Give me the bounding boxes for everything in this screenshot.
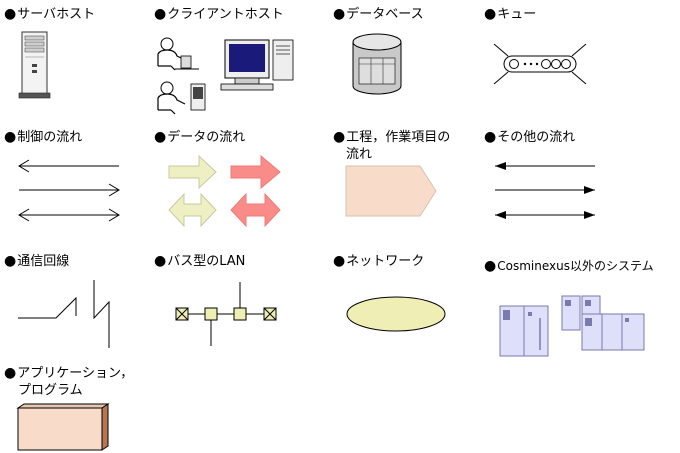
legend-label-bus-lan: ●バス型のLAN bbox=[154, 253, 245, 270]
bullet-icon: ● bbox=[154, 253, 167, 269]
legend-label-server-host: ●サーバホスト bbox=[4, 6, 95, 23]
server-host-icon bbox=[18, 31, 51, 99]
queue-text: キュー bbox=[497, 7, 537, 22]
control-flow-text: 制御の流れ bbox=[17, 130, 83, 145]
application-text-2: プログラム bbox=[18, 383, 83, 398]
legend-label-application: ●アプリケーション， bbox=[4, 365, 133, 382]
control-flow-arrows-icon bbox=[18, 159, 120, 222]
network-ellipse-icon bbox=[346, 296, 446, 332]
bus-lan-icon bbox=[175, 282, 277, 346]
bullet-icon: ● bbox=[4, 253, 17, 269]
bullet-icon: ● bbox=[484, 6, 497, 22]
other-flow-text: その他の流れ bbox=[497, 130, 576, 145]
server-host-text: サーバホスト bbox=[17, 7, 96, 22]
other-flow-arrows-icon bbox=[495, 162, 595, 219]
bullet-icon: ● bbox=[4, 6, 17, 22]
client-host-text: クライアントホスト bbox=[167, 7, 284, 22]
legend-label-queue: ●キュー bbox=[484, 6, 536, 23]
bullet-icon: ● bbox=[154, 6, 167, 22]
legend-label-application-line2: プログラム bbox=[18, 382, 83, 399]
bullet-icon: ● bbox=[484, 129, 497, 145]
bullet-icon: ● bbox=[333, 6, 346, 22]
legend-label-database: ●データベース bbox=[333, 6, 424, 23]
bullet-icon: ● bbox=[4, 365, 17, 381]
process-flow-text-1: 工程，作業項目の bbox=[346, 130, 451, 145]
application-text-1: アプリケーション， bbox=[17, 366, 134, 381]
legend-label-data-flow: ●データの流れ bbox=[154, 129, 245, 146]
legend-label-network: ●ネットワーク bbox=[333, 253, 424, 270]
legend-label-client-host: ●クライアントホスト bbox=[154, 6, 284, 23]
data-flow-text: データの流れ bbox=[167, 130, 246, 145]
legend-label-other-flow: ●その他の流れ bbox=[484, 129, 575, 146]
comm-line-icon bbox=[18, 280, 110, 348]
bullet-icon: ● bbox=[484, 258, 497, 274]
bullet-icon: ● bbox=[4, 129, 17, 145]
bullet-icon: ● bbox=[333, 129, 346, 145]
bullet-icon: ● bbox=[154, 129, 167, 145]
network-text: ネットワーク bbox=[346, 254, 425, 269]
client-host-icon bbox=[157, 37, 294, 115]
data-flow-arrows-icon bbox=[168, 154, 281, 228]
database-text: データベース bbox=[346, 7, 424, 22]
legend-label-non-cosminexus: ●Cosminexus以外のシステム bbox=[484, 258, 654, 275]
process-flow-text-2: 流れ bbox=[346, 147, 373, 162]
queue-icon bbox=[493, 43, 587, 85]
legend-label-comm-line: ●通信回線 bbox=[4, 253, 69, 270]
process-flow-arrow-icon bbox=[345, 165, 437, 217]
non-cosminexus-system-icon bbox=[499, 295, 645, 357]
legend-label-process-flow: ●工程，作業項目の bbox=[333, 129, 450, 146]
application-box-icon bbox=[16, 403, 110, 451]
legend-label-control-flow: ●制御の流れ bbox=[4, 129, 82, 146]
bus-lan-text: バス型のLAN bbox=[167, 254, 246, 269]
legend-label-process-flow-line2: 流れ bbox=[346, 146, 372, 163]
comm-line-text: 通信回線 bbox=[17, 254, 70, 269]
bullet-icon: ● bbox=[333, 253, 346, 269]
non-cosminexus-text: Cosminexus以外のシステム bbox=[497, 259, 654, 273]
database-icon bbox=[352, 33, 402, 95]
